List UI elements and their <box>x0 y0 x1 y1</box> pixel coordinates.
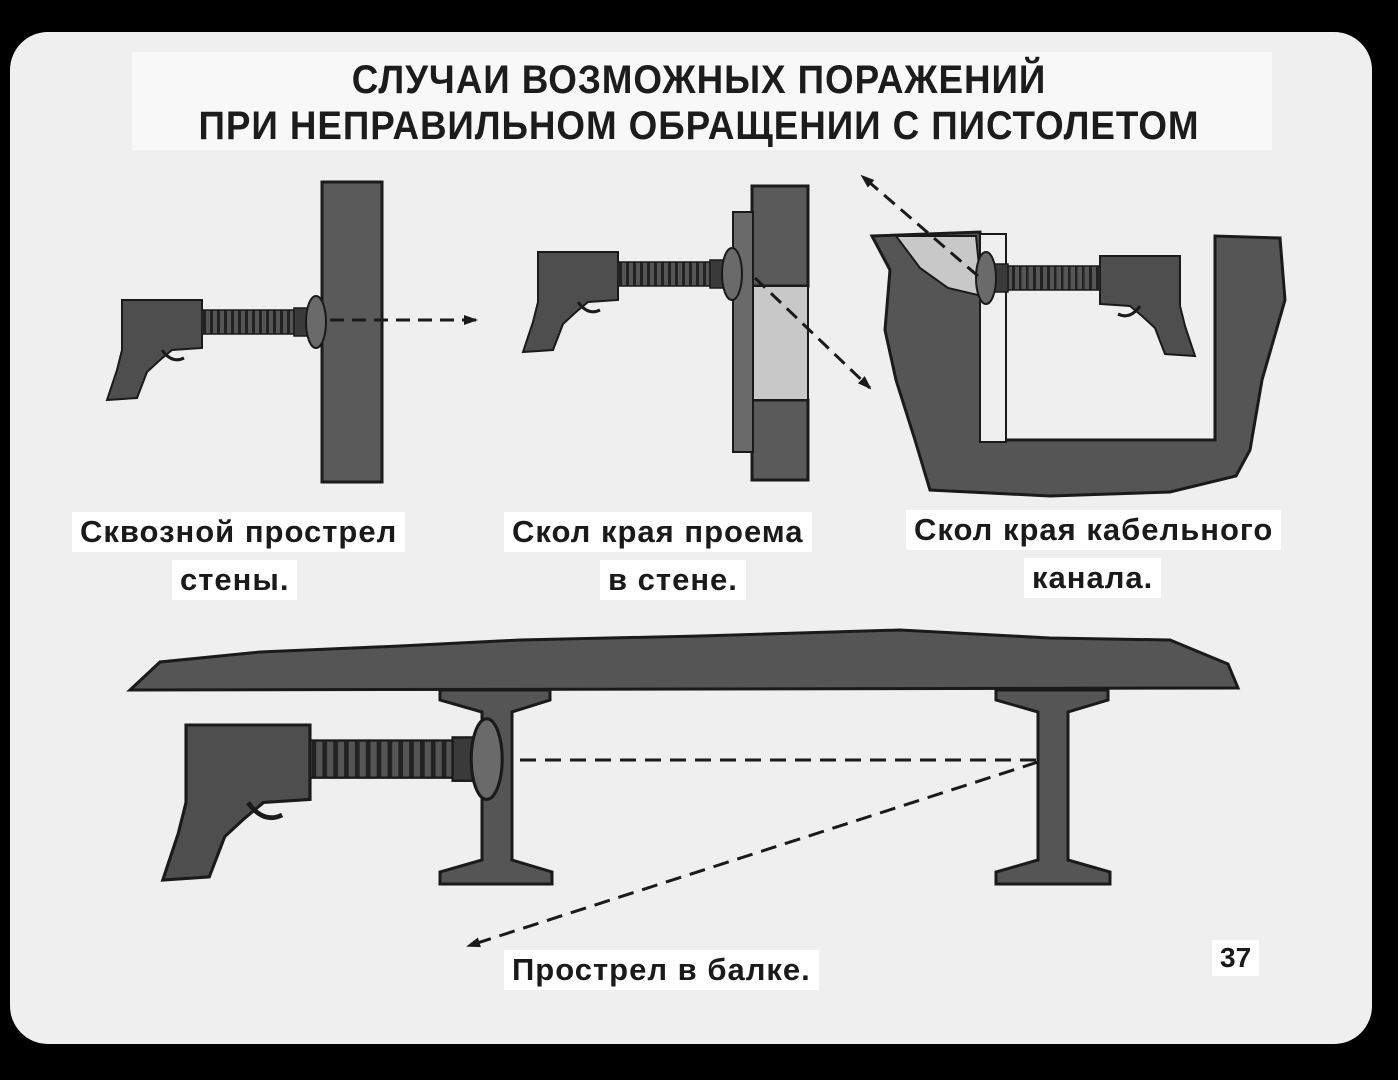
title-band <box>132 52 1272 150</box>
wall-lower-part <box>750 398 810 482</box>
title-line-2: ПРИ НЕПРАВИЛЬНОМ ОБРАЩЕНИИ С ПИСТОЛЕТОМ <box>198 104 1200 148</box>
wall <box>320 180 384 484</box>
panel-wall-through-shot <box>105 180 478 484</box>
title-line-1: СЛУЧАИ ВОЗМОЖНЫХ ПОРАЖЕНИЙ <box>351 58 1047 102</box>
slab <box>126 628 1241 692</box>
i-beam-icon <box>994 688 1112 886</box>
wall-frame <box>732 211 754 453</box>
chip-zone <box>894 235 984 298</box>
dashed-arrow-icon <box>753 276 872 390</box>
page-number: 37 <box>1212 940 1260 976</box>
cable-channel-body <box>869 230 1287 498</box>
caption-wall-line-2: стены. <box>172 560 298 600</box>
panel-cable-channel-edge-chip <box>860 174 1287 498</box>
caption-opening-line-1: Скол края проема <box>504 512 812 552</box>
panel-opening-edge-chip <box>521 184 872 482</box>
caption-opening-line-2: в стене. <box>600 560 746 600</box>
dashed-arrow-icon <box>860 174 979 278</box>
wall-upper-part <box>750 184 810 288</box>
caption-beam: Прострел в балке. <box>504 950 819 990</box>
caption-wall-line-1: Сквозной прострел <box>72 512 406 552</box>
caption-channel-line-1: Скол края кабельного <box>906 510 1282 550</box>
caption-channel-line-2: канала. <box>1024 558 1162 598</box>
panel-beam-shot <box>126 628 1241 948</box>
